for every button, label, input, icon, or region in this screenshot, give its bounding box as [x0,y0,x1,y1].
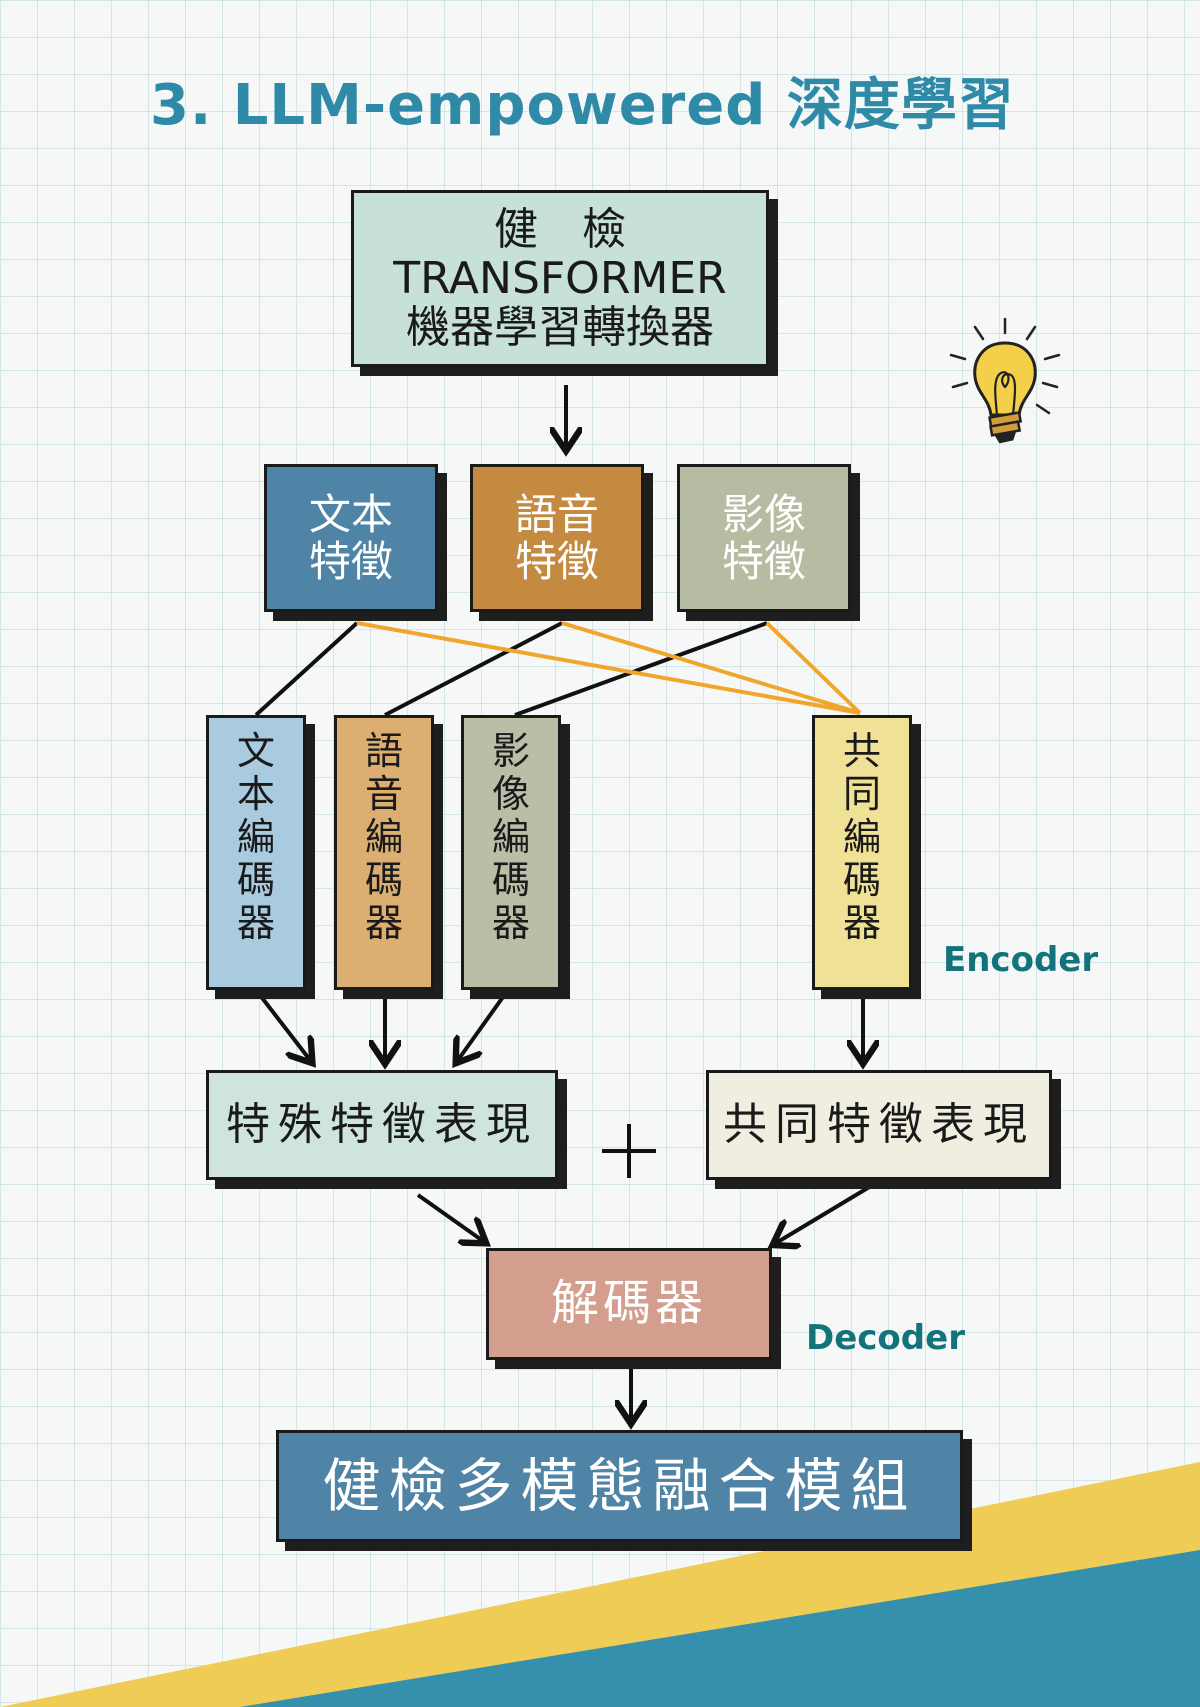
encoder-char: 共 [842,729,881,773]
encoder-char: 碼 [491,857,530,902]
encoder-char: 編 [842,814,881,859]
encoder-box-common: 共 同 編 碼 器 [812,715,912,990]
common-representation-box: 共同特徵表現 [706,1070,1052,1180]
encoder-label: Encoder [943,940,1099,980]
feature-label-line: 影像 [721,489,806,539]
teal-band [240,1550,1200,1707]
encoder-char: 編 [236,814,275,859]
decoder-box: 解碼器 [486,1248,772,1360]
decoder-label: Decoder [806,1318,965,1358]
feature-label-line: 特徵 [308,537,393,586]
transformer-line-2: TRANSFORMER [393,252,727,304]
feature-box-text: 文本 特徵 [264,464,438,612]
encoder-box-image: 影 像 編 碼 器 [461,715,561,990]
orange-line-image-to-common [765,621,862,715]
encoder-char: 器 [364,900,403,945]
line-audio-to-encoder [384,621,563,717]
feature-label-line: 特徵 [721,537,806,586]
encoder-char: 影 [491,729,530,773]
encoder-char: 器 [236,900,275,945]
feature-label-line: 特徵 [514,537,599,586]
line-text-to-encoder [254,621,359,717]
encoder-char: 文 [236,729,275,773]
encoder-char: 像 [491,771,530,816]
arrow-text-encoder-to-special [254,988,310,1060]
transformer-line-1: 健 檢 [494,203,626,255]
line-image-to-encoder [514,621,768,717]
special-representation-box: 特殊特徵表現 [206,1070,558,1180]
arrow-common-to-decoder [776,1181,878,1243]
encoder-char: 碼 [236,857,275,902]
encoder-char: 碼 [364,857,403,902]
special-representation-label: 特殊特徵表現 [226,1099,538,1151]
encoder-char: 本 [236,771,275,816]
encoder-box-audio: 語 音 編 碼 器 [334,715,434,990]
transformer-line-3: 機器學習轉換器 [406,302,714,354]
feature-label-line: 文本 [308,489,393,539]
lightbulb-icon [949,317,1061,444]
orange-line-audio-to-common [561,621,861,715]
feature-box-image: 影像 特徵 [677,464,851,612]
common-representation-label: 共同特徵表現 [723,1099,1035,1151]
output-module-box: 健檢多模態融合模組 [276,1430,963,1542]
arrow-image-encoder-to-special [458,988,510,1060]
encoder-char: 器 [491,900,530,945]
feature-box-audio: 語音 特徵 [470,464,644,612]
encoder-char: 編 [491,814,530,859]
output-module-label: 健檢多模態融合模組 [322,1451,917,1520]
page-title: 3. LLM-empowered 深度學習 [150,73,1015,138]
decoder-label-text: 解碼器 [550,1275,707,1332]
orange-line-text-to-common [356,621,861,715]
encoder-char: 碼 [842,857,881,902]
encoder-char: 器 [842,900,881,945]
encoder-box-text: 文 本 編 碼 器 [206,715,306,990]
encoder-char: 音 [364,771,403,816]
feature-label-line: 語音 [514,489,599,539]
plus-sign [602,1124,656,1178]
transformer-box: 健 檢 TRANSFORMER 機器學習轉換器 [351,190,769,367]
encoder-char: 同 [842,771,881,816]
encoder-char: 編 [364,814,403,859]
arrow-special-to-decoder [416,1193,483,1241]
encoder-char: 語 [364,729,403,773]
